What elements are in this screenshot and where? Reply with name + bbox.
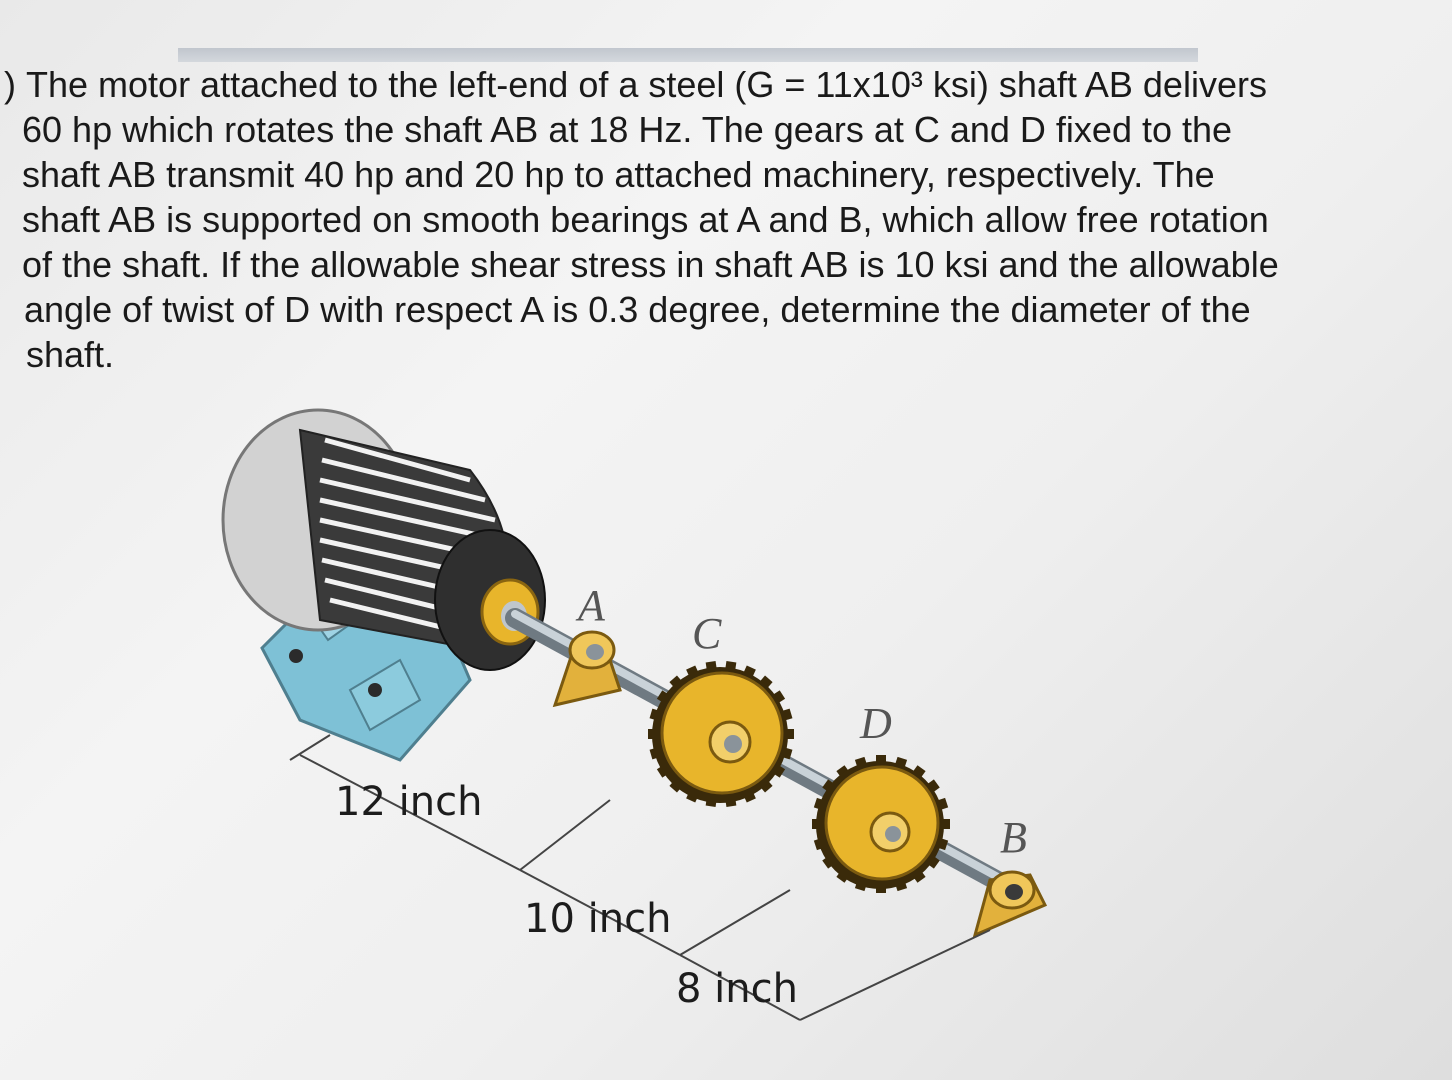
problem-line-4: shaft AB is supported on smooth bearings…: [22, 199, 1269, 240]
label-d: D: [859, 699, 892, 748]
gear-c: [652, 667, 788, 803]
problem-line-2: 60 hp which rotates the shaft AB at 18 H…: [22, 109, 1233, 150]
bearing-a: [552, 630, 622, 708]
dimension-10-inch: 10 inch: [524, 896, 671, 942]
label-a: A: [575, 581, 606, 630]
dimension-12-inch: 12 inch: [335, 779, 482, 825]
dimension-8-inch: 8 inch: [676, 966, 798, 1012]
problem-line-6: angle of twist of D with respect A is 0.…: [24, 289, 1251, 330]
problem-marker: ): [4, 64, 16, 105]
motor-body: [221, 408, 546, 671]
dimension-lines: [289, 734, 991, 1021]
problem-line-5: of the shaft. If the allowable shear str…: [22, 244, 1279, 285]
problem-line-1: ) The motor attached to the left-end of …: [4, 64, 1267, 105]
top-scroll-bar: [178, 48, 1198, 62]
gear-d: [816, 761, 944, 889]
problem-statement: ) The motor attached to the left-end of …: [0, 62, 1400, 377]
problem-line-7: shaft.: [26, 334, 115, 375]
bearing-b: [972, 870, 1048, 938]
problem-line-3: shaft AB transmit 40 hp and 20 hp to att…: [22, 154, 1215, 195]
label-b: B: [1000, 813, 1027, 862]
label-c: C: [692, 609, 722, 658]
